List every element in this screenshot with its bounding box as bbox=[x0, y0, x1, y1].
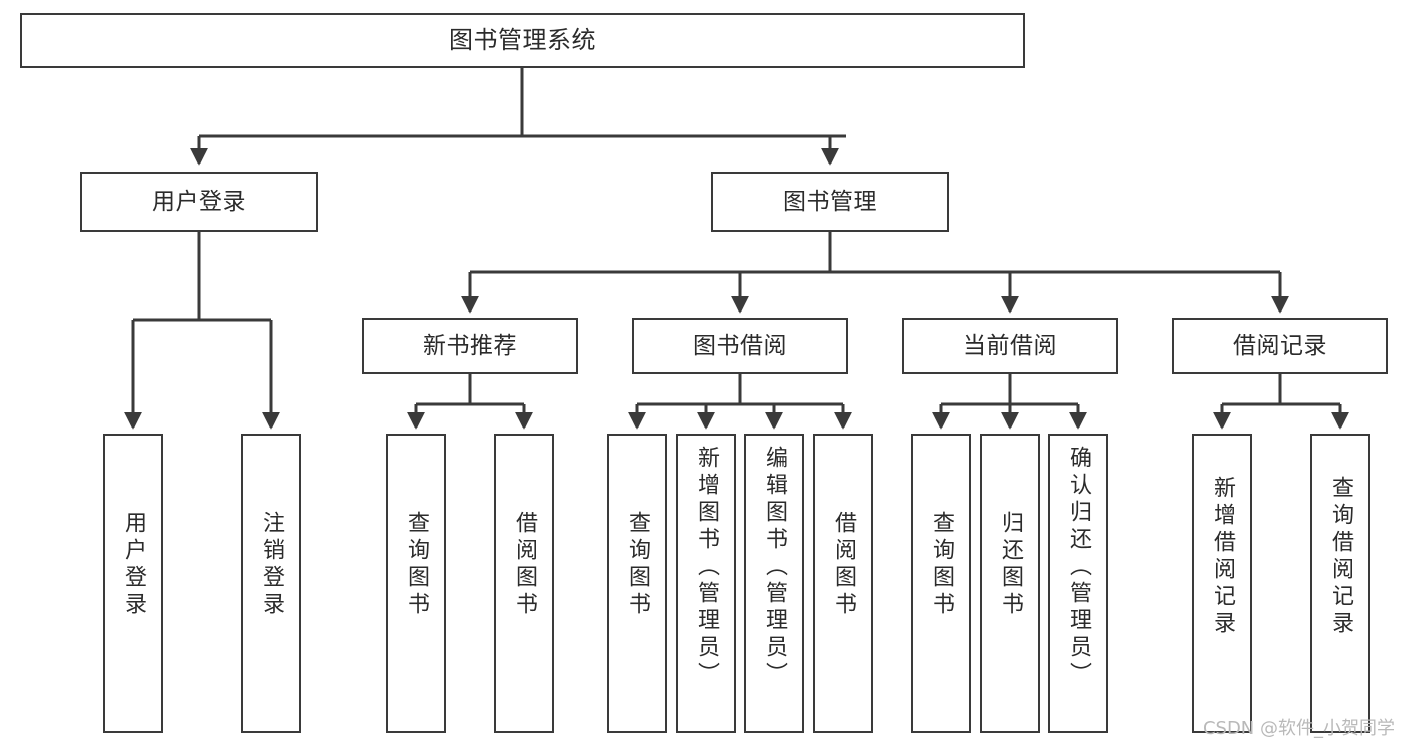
node-label: 用户登录 bbox=[152, 188, 246, 215]
node-leaf-borrow-book[interactable]: 借阅图书 bbox=[813, 434, 873, 733]
node-label: 新书推荐 bbox=[423, 332, 517, 359]
node-label: 图书管理系统 bbox=[449, 25, 596, 54]
node-label: 查询图书 bbox=[929, 511, 954, 619]
node-user-login[interactable]: 用户登录 bbox=[80, 172, 318, 232]
node-leaf-query-book-current[interactable]: 查询图书 bbox=[911, 434, 971, 733]
node-leaf-add-book[interactable]: 新增图书（管理员） bbox=[676, 434, 736, 733]
node-label: 查询图书 bbox=[404, 511, 429, 619]
node-leaf-add-borrow-record[interactable]: 新增借阅记录 bbox=[1192, 434, 1252, 733]
node-label: 编辑图书（管理员） bbox=[762, 446, 787, 689]
node-book-borrow[interactable]: 图书借阅 bbox=[632, 318, 848, 374]
node-leaf-user-login[interactable]: 用户登录 bbox=[103, 434, 163, 733]
node-label: 新增图书（管理员） bbox=[694, 446, 719, 689]
node-leaf-confirm-return[interactable]: 确认归还（管理员） bbox=[1048, 434, 1108, 733]
node-label: 当前借阅 bbox=[963, 332, 1057, 359]
node-leaf-borrow-book-recommend[interactable]: 借阅图书 bbox=[494, 434, 554, 733]
node-leaf-query-book-borrow[interactable]: 查询图书 bbox=[607, 434, 667, 733]
node-leaf-logout-login[interactable]: 注销登录 bbox=[241, 434, 301, 733]
node-label: 图书借阅 bbox=[693, 332, 787, 359]
node-label: 借阅图书 bbox=[512, 511, 537, 619]
node-label: 归还图书 bbox=[998, 511, 1023, 619]
node-label: 新增借阅记录 bbox=[1210, 476, 1235, 638]
node-label: 注销登录 bbox=[259, 511, 284, 619]
node-current-borrow[interactable]: 当前借阅 bbox=[902, 318, 1118, 374]
node-borrow-record[interactable]: 借阅记录 bbox=[1172, 318, 1388, 374]
node-book-management[interactable]: 图书管理 bbox=[711, 172, 949, 232]
node-leaf-return-book[interactable]: 归还图书 bbox=[980, 434, 1040, 733]
node-label: 借阅图书 bbox=[831, 511, 856, 619]
node-label: 查询借阅记录 bbox=[1328, 476, 1353, 638]
node-label: 借阅记录 bbox=[1233, 332, 1327, 359]
node-label: 查询图书 bbox=[625, 511, 650, 619]
node-leaf-edit-book[interactable]: 编辑图书（管理员） bbox=[744, 434, 804, 733]
node-label: 确认归还（管理员） bbox=[1066, 446, 1091, 689]
node-label: 图书管理 bbox=[783, 188, 877, 215]
node-book-management-system[interactable]: 图书管理系统 bbox=[20, 13, 1025, 68]
node-leaf-query-borrow-record[interactable]: 查询借阅记录 bbox=[1310, 434, 1370, 733]
node-label: 用户登录 bbox=[121, 511, 146, 619]
node-leaf-query-book-recommend[interactable]: 查询图书 bbox=[386, 434, 446, 733]
node-new-book-recommend[interactable]: 新书推荐 bbox=[362, 318, 578, 374]
